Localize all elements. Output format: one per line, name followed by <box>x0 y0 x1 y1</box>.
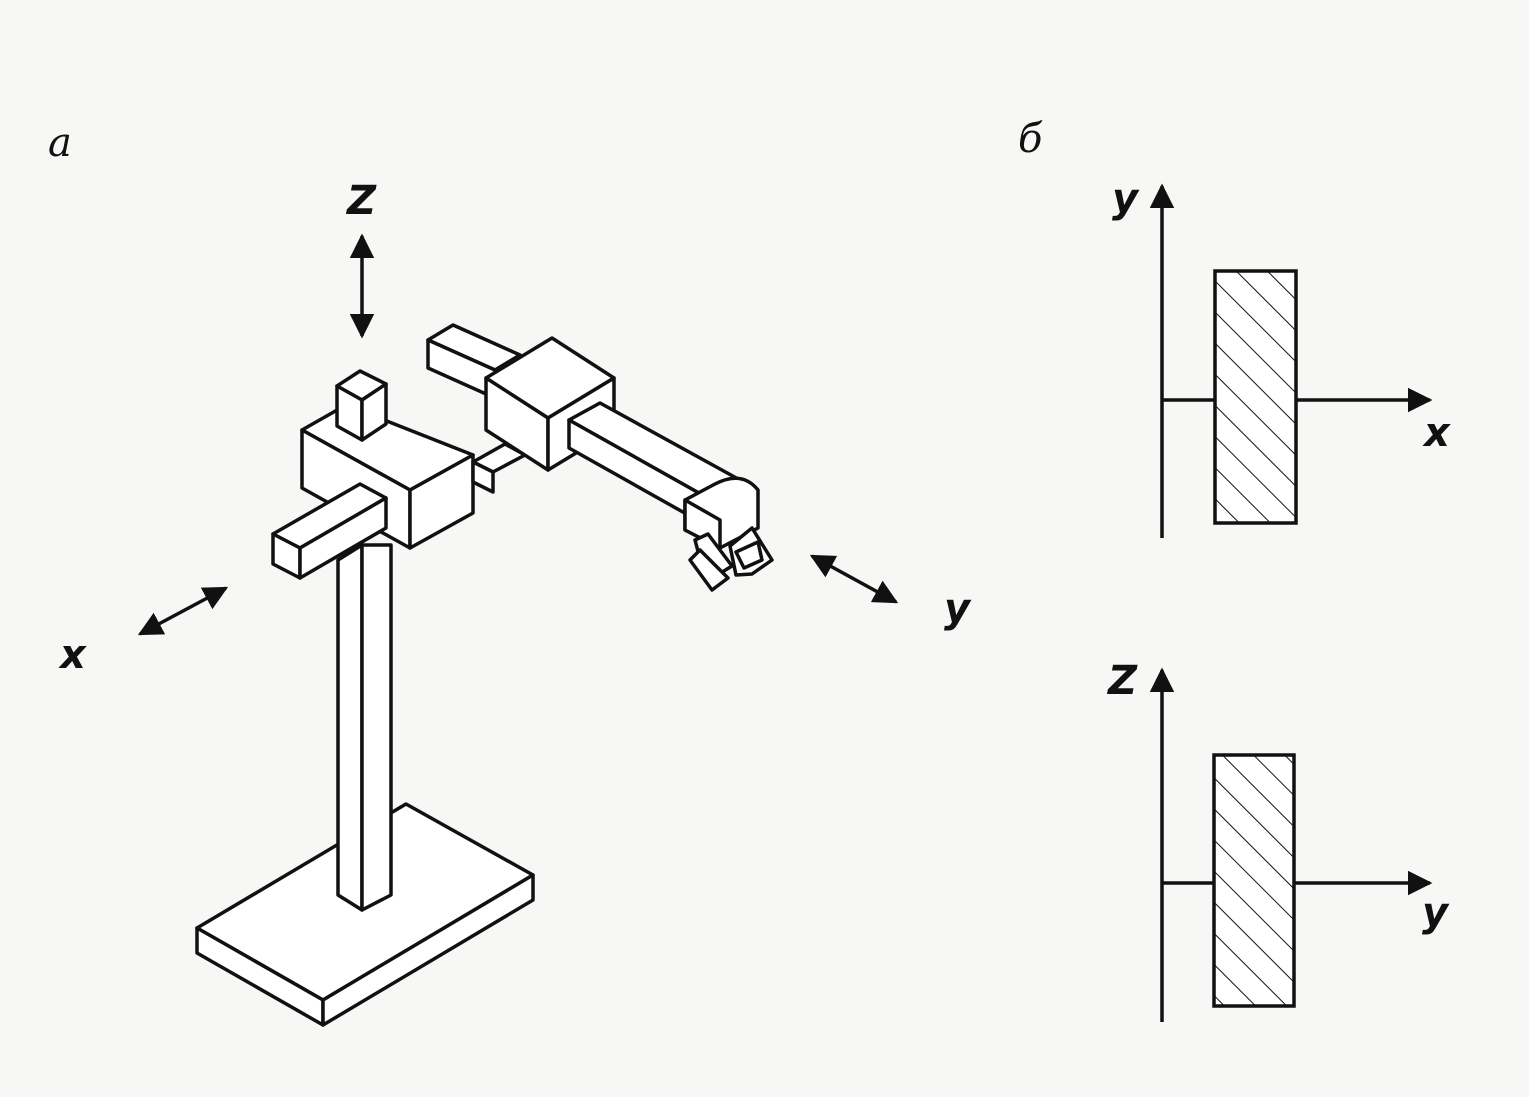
z-motion-label: Z <box>345 178 377 224</box>
y-motion-arrow <box>809 554 899 604</box>
gripper <box>683 476 774 592</box>
top-cube <box>335 369 388 442</box>
panel-b-label: б <box>1018 116 1043 162</box>
robot-illustration <box>195 323 774 1027</box>
x-motion-arrow <box>137 586 229 636</box>
side-view-plot: Z y <box>1106 658 1450 1022</box>
robot-column <box>336 543 393 912</box>
top-view-workspace <box>1213 269 1298 525</box>
top-view-plot: y x <box>1112 176 1451 538</box>
x-motion-label: x <box>58 632 87 678</box>
top-view-vertical-label: y <box>1112 176 1140 222</box>
connecting-rod <box>471 442 527 494</box>
top-view-horizontal-label: x <box>1422 410 1451 456</box>
y-arm-rear <box>426 323 522 400</box>
panel-a-label: а <box>48 120 72 166</box>
x-bar <box>271 482 388 580</box>
side-view-workspace <box>1212 753 1296 1008</box>
side-view-horizontal-label: y <box>1422 890 1450 936</box>
side-view-vertical-label: Z <box>1106 658 1138 704</box>
y-motion-label: y <box>944 586 972 632</box>
